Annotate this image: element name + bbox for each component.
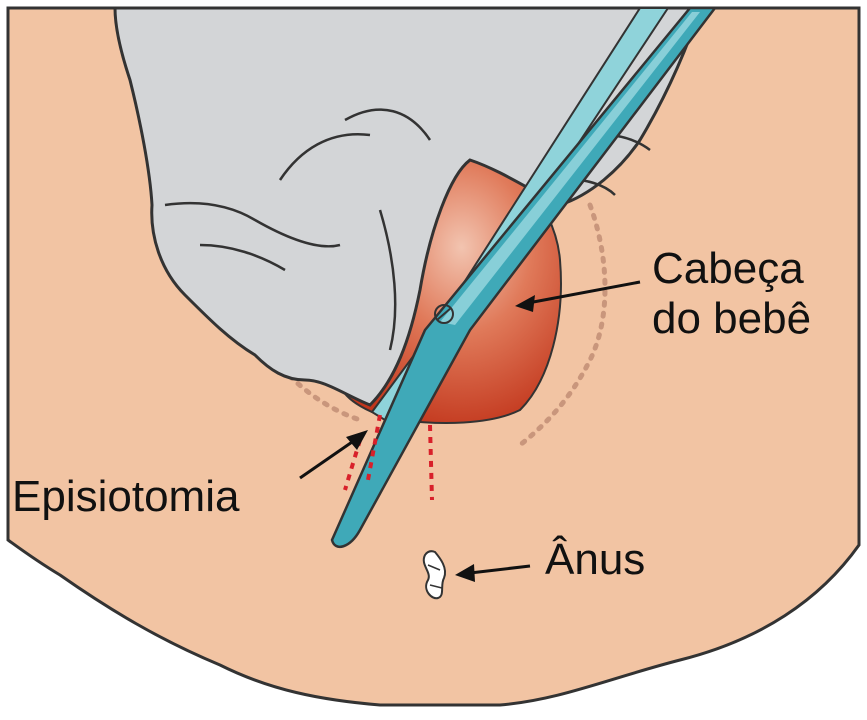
- episiotomy-label: Episiotomia: [12, 472, 239, 522]
- baby-head-label: Cabeça do bebê: [652, 244, 811, 344]
- anus-label: Ânus: [545, 535, 645, 585]
- baby-head-label-line2: do bebê: [652, 294, 811, 344]
- baby-head-label-line1: Cabeça: [652, 244, 811, 294]
